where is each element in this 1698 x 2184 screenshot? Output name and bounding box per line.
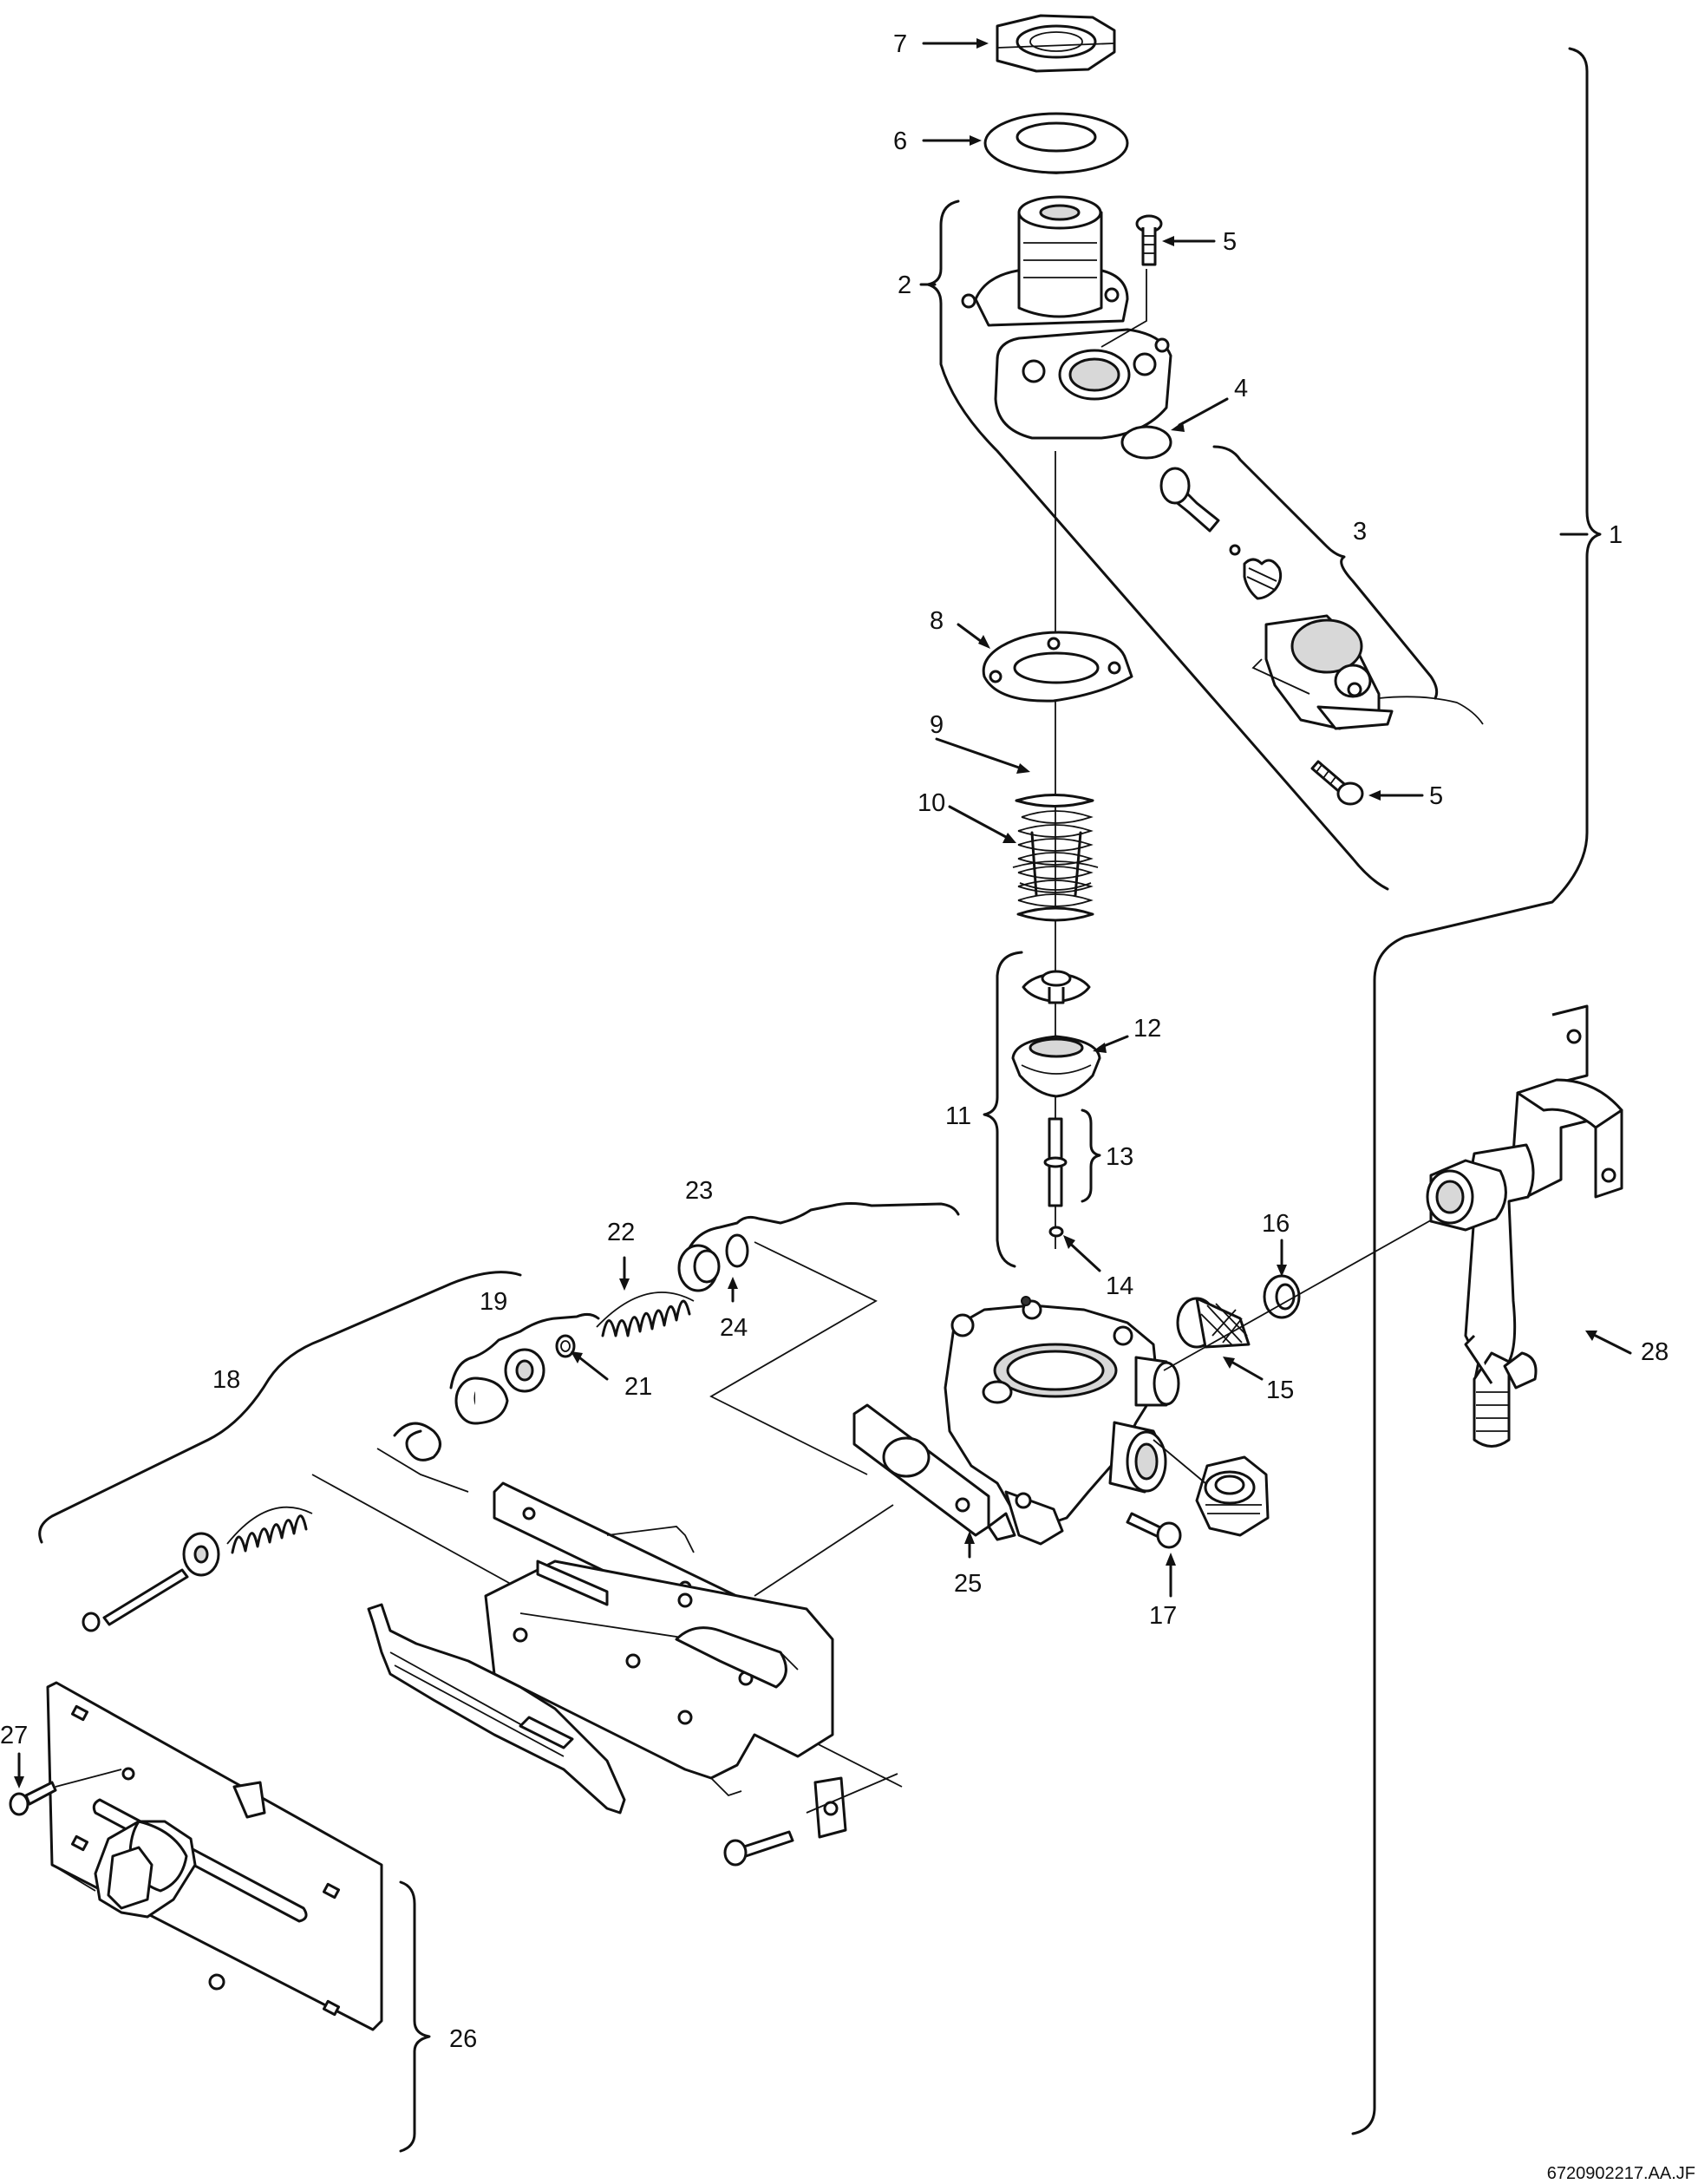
label-21: 21 [624,1373,652,1401]
label-18: 18 [212,1366,240,1394]
lever-arm [367,1603,626,1815]
bracket-2 [926,199,1389,891]
label-25: 25 [954,1570,982,1598]
part-22-spring [596,1291,695,1337]
bracket-1 [1351,47,1602,2135]
part-21-clip [555,1334,576,1358]
part-14-small-o-ring [1048,1226,1064,1238]
label-27: 27 [0,1722,28,1749]
bracket-23 [683,1202,960,1259]
bracket-19 [449,1312,600,1390]
part-2-valve-housing [961,195,1172,440]
label-16: 16 [1262,1210,1290,1238]
part-25-gasket [852,1403,990,1537]
label-11: 11 [945,1102,971,1130]
label-6: 6 [893,128,907,155]
part-6-washer [983,112,1129,174]
label-23: 23 [685,1177,713,1205]
bracket-13 [1081,1108,1101,1203]
part-24-o-ring [725,1233,749,1268]
label-24: 24 [720,1314,748,1342]
part-23-cap [677,1244,721,1292]
part-4-o-ring [1120,425,1172,460]
label-3: 3 [1353,518,1367,546]
part-8-gasket [982,631,1133,703]
part-26-front-panel [46,1681,383,2031]
label-5-lower: 5 [1429,782,1443,810]
main-valve-body [944,1296,1180,1546]
part-13-pin [1043,1117,1068,1207]
part-15-strainer [1176,1297,1251,1349]
small-bracket [813,1776,847,1839]
label-19: 19 [480,1288,507,1316]
label-14: 14 [1106,1272,1133,1300]
label-5-top: 5 [1223,228,1237,256]
bracket-18 [38,1271,522,1544]
bracket-3 [1212,445,1439,700]
reference-code: 6720902217.AA.JF [1547,2164,1695,2183]
part-17-screw [1126,1512,1182,1549]
label-22: 22 [607,1219,635,1246]
label-12: 12 [1133,1015,1161,1043]
part-19-seal [454,1376,509,1425]
label-4: 4 [1234,375,1248,402]
part-5-screw-lower [1310,760,1364,806]
part-12-diaphragm [1011,1035,1101,1098]
part-11-piston [1022,970,1091,1004]
part-plug [1195,1455,1270,1537]
label-9: 9 [930,711,944,739]
label-17: 17 [1149,1602,1177,1630]
part-18-pin-assembly [82,1506,313,1632]
part-20-washer [504,1348,545,1393]
label-1: 1 [1609,521,1623,549]
bracket-11 [983,951,1023,1268]
small-screw [723,1830,794,1867]
part-small-spring [393,1422,441,1461]
label-10: 10 [918,789,945,817]
part-27-screw [9,1769,122,1816]
part-7-hex-nut [996,14,1116,73]
bracket-26 [399,1880,431,2153]
part-9-10-springs [1012,794,1099,922]
part-28-outlet-pipe [1426,1004,1623,1448]
label-13: 13 [1106,1143,1133,1171]
carrier-plate [484,1481,834,1797]
part-5-screw-top [1135,214,1163,266]
label-8: 8 [930,607,944,635]
label-28: 28 [1641,1338,1669,1366]
label-2: 2 [898,271,911,299]
label-7: 7 [893,30,907,58]
label-15: 15 [1266,1376,1294,1404]
part-3-solenoid [1159,467,1484,730]
label-26: 26 [449,2025,477,2053]
